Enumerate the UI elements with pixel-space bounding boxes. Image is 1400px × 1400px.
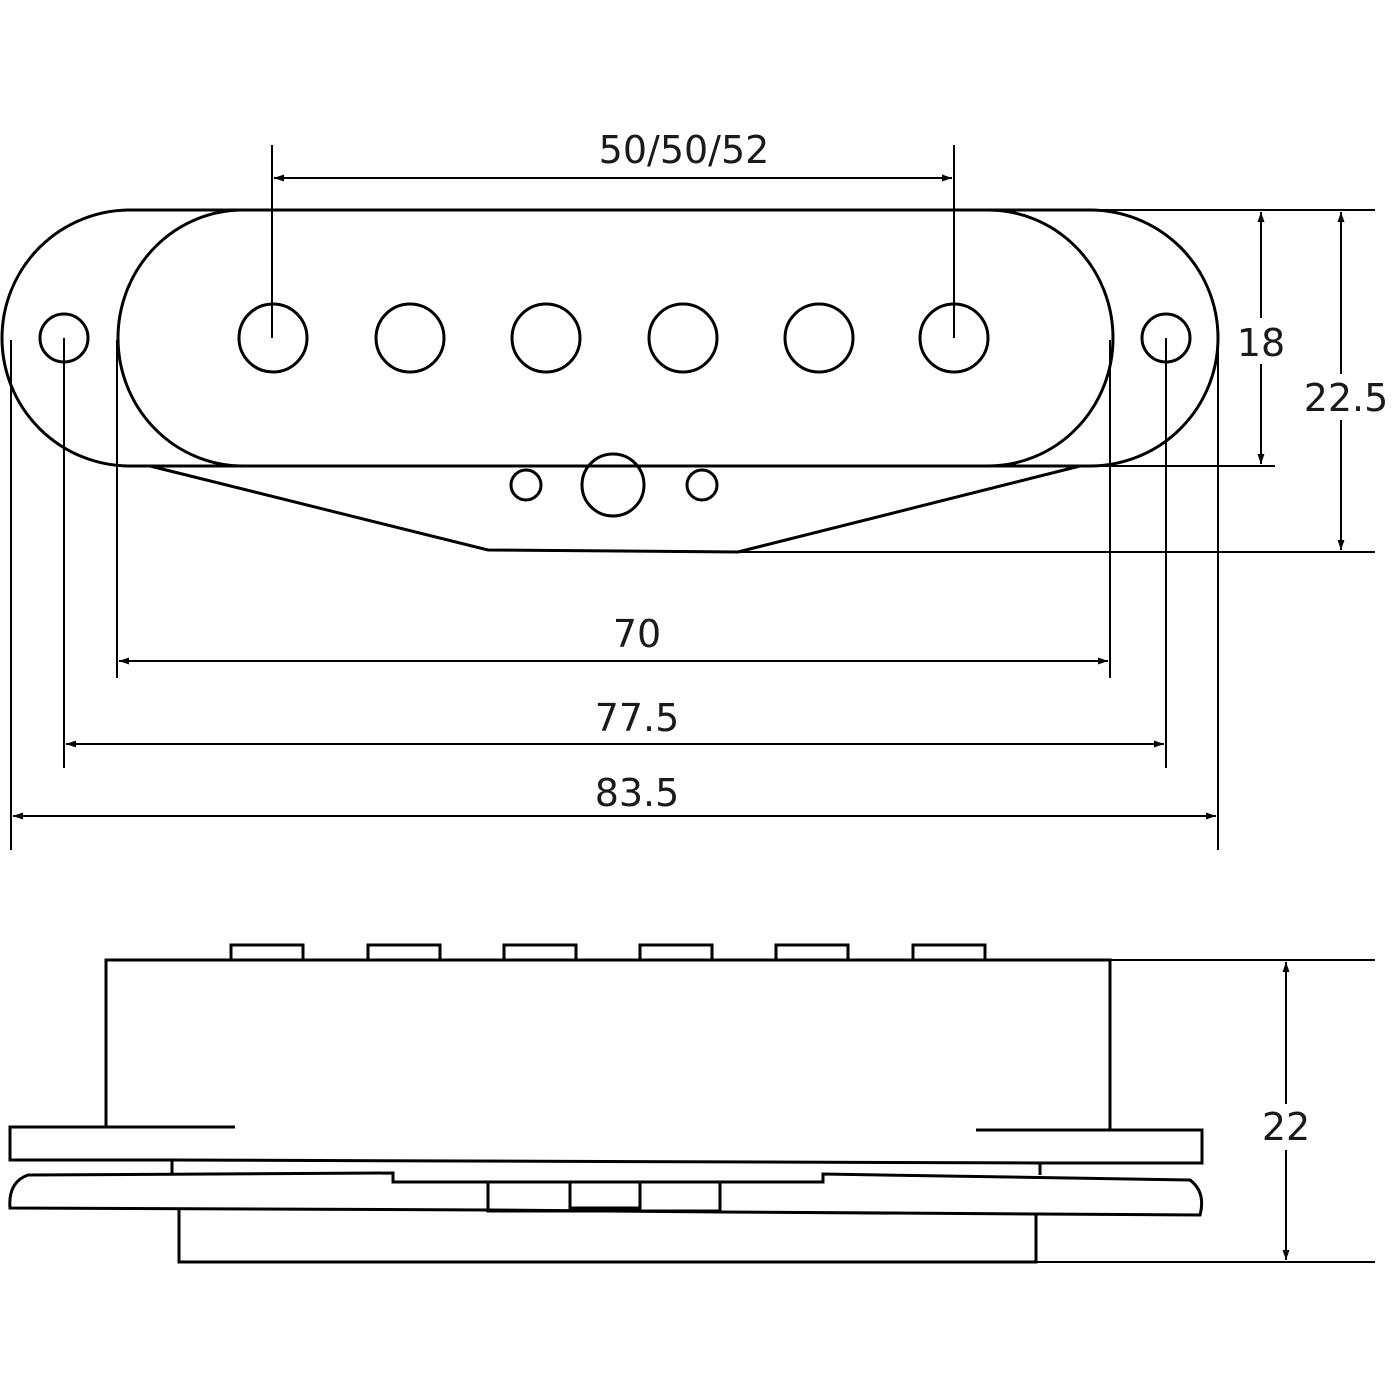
- side-pole-piece: [774, 943, 850, 962]
- cover-outline: [116, 208, 1115, 468]
- side-base-block: [177, 1210, 1038, 1264]
- overall-height-label: 22.5: [1304, 376, 1389, 420]
- pole-piece: [374, 302, 446, 374]
- side-cover-outline: [104, 958, 1112, 1130]
- cover-length-label: 70: [613, 612, 661, 656]
- wire-hole-right: [685, 468, 719, 502]
- side-view: [8, 943, 1204, 1264]
- pole-piece: [510, 302, 582, 374]
- lead-tab-outline: [149, 464, 1081, 554]
- overall-length-label: 83.5: [595, 771, 680, 815]
- side-pole-piece: [502, 943, 578, 962]
- side-dimensions: 22: [1036, 959, 1375, 1263]
- top-dimensions: 50/50/52 18 22.5 70 77.5 83.5: [10, 128, 1392, 850]
- side-center-slot: [568, 1180, 642, 1210]
- hole-spacing-label: 77.5: [595, 696, 680, 740]
- side-plate-left: [8, 1125, 235, 1162]
- side-bobbin-flange: [8, 1171, 1204, 1217]
- pole-spacing-label: 50/50/52: [599, 128, 770, 172]
- pole-piece: [647, 302, 719, 374]
- pole-pieces: [237, 302, 990, 374]
- side-pole-piece: [366, 943, 442, 962]
- side-pole-piece: [638, 943, 714, 962]
- wire-hole-left: [509, 468, 543, 502]
- pole-piece: [783, 302, 855, 374]
- side-height-label: 22: [1262, 1105, 1310, 1149]
- wire-hole-center: [580, 452, 646, 518]
- cover-height-label: 18: [1237, 321, 1285, 365]
- side-plate-right: [976, 1128, 1204, 1165]
- baseplate-outline: [0, 208, 1220, 468]
- top-view: [0, 208, 1220, 554]
- side-pole-piece: [911, 943, 987, 962]
- side-pole-pieces: [229, 943, 987, 962]
- side-pole-piece: [229, 943, 305, 962]
